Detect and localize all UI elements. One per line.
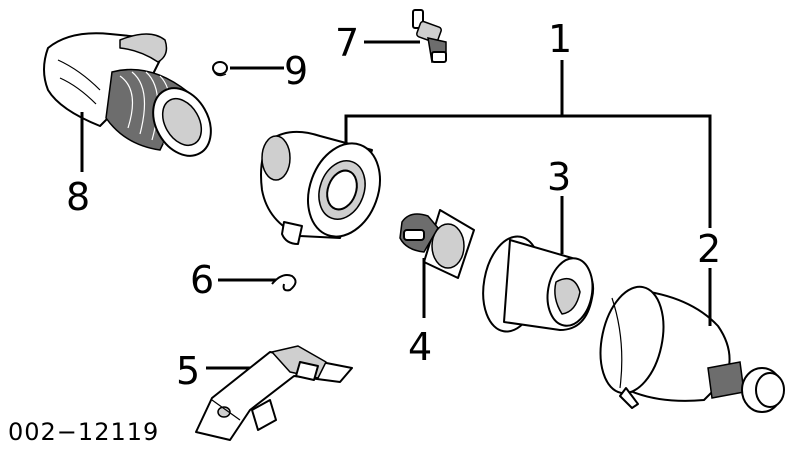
part-2-housing-cover <box>599 285 785 413</box>
part-3-filter-element <box>482 235 594 333</box>
callout-5: 5 <box>176 349 200 393</box>
callout-9: 9 <box>284 49 308 93</box>
part-4-sleeve <box>399 209 475 279</box>
callout-1: 1 <box>548 17 572 61</box>
callout-2: 2 <box>697 227 721 271</box>
part-6-clip <box>271 274 297 292</box>
part-5-bracket <box>195 345 353 441</box>
part-8-intake-duct <box>43 32 212 157</box>
callout-7: 7 <box>335 21 359 65</box>
air-cleaner-housing <box>260 130 381 245</box>
callout-4: 4 <box>408 325 432 369</box>
leader-1-bracket <box>344 114 712 228</box>
callout-8: 8 <box>66 175 90 219</box>
drawing-code: 002−12119 <box>8 418 159 446</box>
callout-6: 6 <box>190 258 214 302</box>
callout-3: 3 <box>547 155 571 199</box>
part-9-clip <box>212 61 228 77</box>
part-7-sensor <box>412 9 447 63</box>
